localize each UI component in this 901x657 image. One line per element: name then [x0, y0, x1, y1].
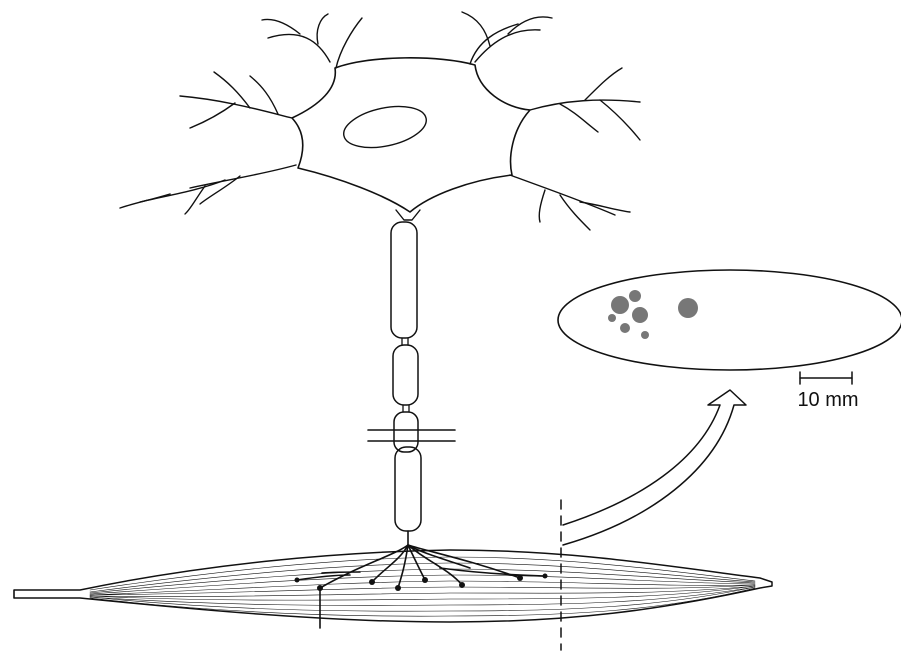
endplate-detail: [608, 290, 698, 339]
junction-dot: [369, 579, 375, 585]
scale-bar-label: 10 mm: [797, 389, 858, 411]
scale-bar: [800, 372, 852, 384]
myelin-segment: [393, 345, 418, 405]
myelin-segment: [391, 222, 417, 338]
junction-dot: [422, 577, 428, 583]
nodes-of-ranvier: [402, 338, 409, 412]
cell-body: [292, 58, 530, 212]
axon-terminals: [297, 531, 545, 628]
myelin-segment: [395, 447, 421, 531]
dendrites: [120, 12, 640, 230]
axon-break-marks: [368, 430, 455, 441]
junction-dot: [295, 578, 300, 583]
junction-dot: [543, 574, 548, 579]
curved-arrow: [563, 390, 746, 545]
junction-dot: [459, 582, 465, 588]
junction-dot: [517, 575, 523, 581]
junction-dot: [395, 585, 401, 591]
junction-dot: [317, 585, 323, 591]
nucleus: [340, 100, 430, 155]
myelin-segment: [394, 412, 418, 452]
myelin-sheath: [391, 222, 421, 531]
muscle-fiber: [14, 550, 772, 622]
